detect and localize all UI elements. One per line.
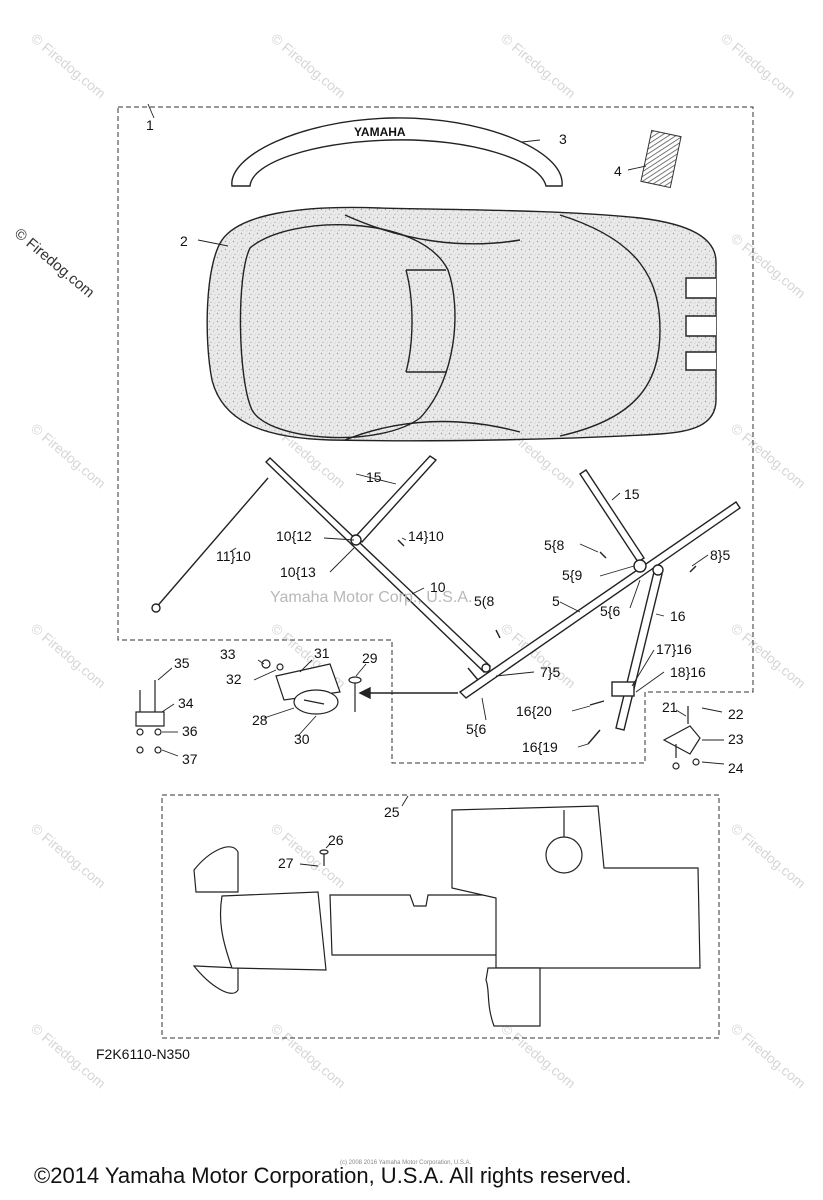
callout-5-9: 5{9 [562,567,582,583]
carry-bag: YAMAHA [231,117,563,187]
svg-text:YAMAHA: YAMAHA [354,125,406,139]
callout-37: 37 [182,751,198,767]
svg-text:© Firedog.com: © Firedog.com [728,230,809,301]
svg-text:© Firedog.com: © Firedog.com [498,1020,579,1091]
frame-poles [151,455,741,745]
callout-5: 5 [552,593,560,609]
callout-30: 30 [294,731,310,747]
callout-10-13: 10{13 [280,564,316,580]
callout-14-10: 14}10 [408,528,444,544]
callout-29: 29 [362,650,378,666]
svg-text:© Firedog.com: © Firedog.com [28,820,109,891]
callout-11-10: 11}10 [216,548,251,564]
svg-text:© Firedog.com: © Firedog.com [728,620,809,691]
callout-15-left: 15 [366,469,382,485]
callout-22: 22 [728,706,744,722]
callout-24: 24 [728,760,744,776]
mat-kit [192,805,701,1027]
callout-10-12: 10{12 [276,528,312,544]
callout-23: 23 [728,731,744,747]
callout-5-6-lower: 5{6 [466,721,486,737]
svg-text:© Firedog.com: © Firedog.com [728,820,809,891]
callout-7-5: 7}5 [540,664,560,680]
callout-17-16: 17}16 [656,641,692,657]
callout-8-5: 8}5 [710,547,730,563]
svg-text:© Firedog.com: © Firedog.com [28,620,109,691]
callout-33: 33 [220,646,236,662]
svg-text:© Firedog.com: © Firedog.com [728,1020,809,1091]
callout-3: 3 [559,131,567,147]
callout-25: 25 [384,804,400,820]
fine-print: (c) 2008 2016 Yamaha Motor Corporation, … [340,1160,472,1166]
callout-5-8: 5{8 [544,537,564,553]
svg-text:© Firedog.com: © Firedog.com [28,30,109,101]
callout-31: 31 [314,645,330,661]
svg-text:© Firedog.com: © Firedog.com [268,1020,349,1091]
callout-4: 4 [614,163,622,179]
copyright-notice: ©2014 Yamaha Motor Corporation, U.S.A. A… [34,1163,632,1188]
callout-34: 34 [178,695,194,711]
svg-text:© Firedog.com: © Firedog.com [498,620,579,691]
callout-2: 2 [180,233,188,249]
hinge-bracket-set [135,659,701,770]
callout-21: 21 [662,699,678,715]
callout-36: 36 [182,723,198,739]
callout-16: 16 [670,608,686,624]
callout-10: 10 [430,579,446,595]
callout-16-20: 16{20 [516,703,552,719]
center-watermark: Yamaha Motor Corp., U.S.A. [270,589,472,606]
callout-28: 28 [252,712,268,728]
figure-code: F2K6110-N350 [96,1046,190,1062]
svg-text:© Firedog.com: © Firedog.com [268,30,349,101]
svg-text:© Firedog.com: © Firedog.com [28,420,109,491]
callout-5-8-b: 5(8 [474,593,494,609]
svg-text:© Firedog.com: © Firedog.com [718,30,799,101]
svg-text:© Firedog.com: © Firedog.com [498,30,579,101]
callout-16-19: 16{19 [522,739,558,755]
leader-lines [147,103,725,867]
callout-labels: 1 2 3 4 15 10{12 14}10 10{13 11}10 10 15… [146,117,744,871]
svg-text:© Firedog.com: © Firedog.com [728,420,809,491]
callout-32: 32 [226,671,242,687]
callout-1: 1 [146,117,154,133]
label-tag [640,129,682,189]
callout-5-6-upper: 5{6 [600,603,620,619]
cover [206,206,717,442]
callout-27: 27 [278,855,294,871]
callout-18-16: 18}16 [670,664,706,680]
callout-35: 35 [174,655,190,671]
callout-15-right: 15 [624,486,640,502]
callout-26: 26 [328,832,344,848]
